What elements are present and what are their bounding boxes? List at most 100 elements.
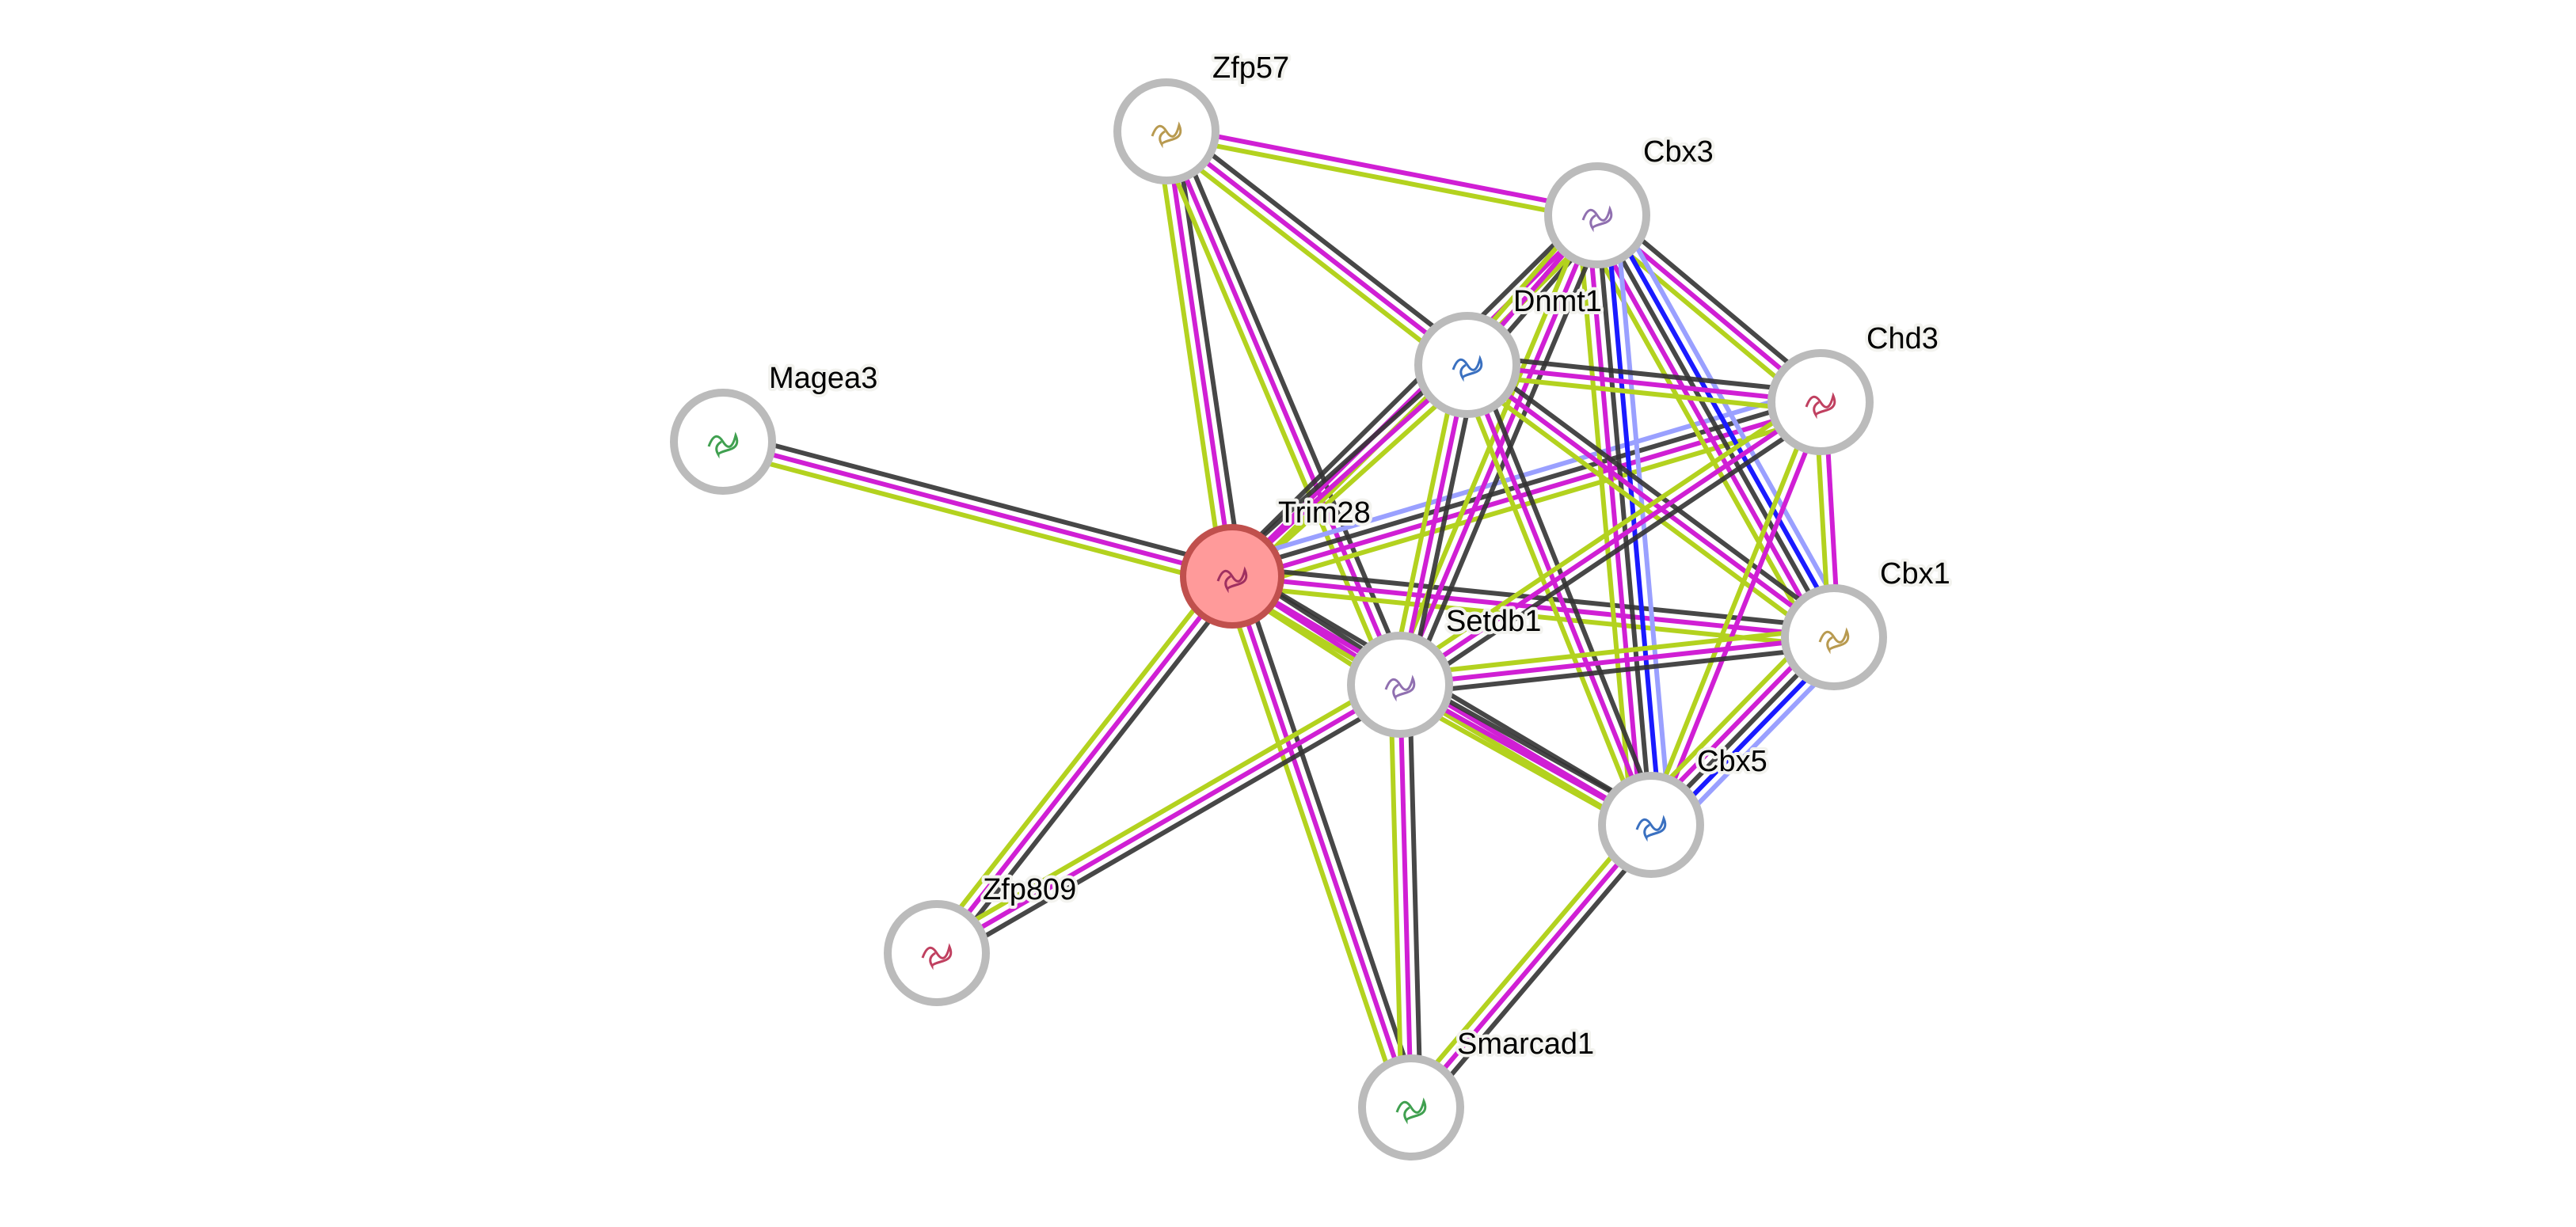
edge-zfp57-cbx3[interactable] bbox=[1165, 124, 1599, 222]
edge-line-coexpression bbox=[725, 430, 1235, 570]
edge-zfp57-dnmt1[interactable] bbox=[1159, 122, 1475, 374]
edge-line-coexpression bbox=[1474, 360, 1662, 822]
edge-line-textmining bbox=[1402, 817, 1646, 1104]
edge-line-experiments bbox=[1653, 403, 1828, 828]
edge-line-coexpression bbox=[1404, 408, 1828, 695]
edge-line-experiments bbox=[1398, 684, 1414, 1108]
protein-structure-icon bbox=[1452, 355, 1483, 382]
node-label: Setdb1 bbox=[1446, 605, 1541, 638]
edge-line-textmining bbox=[927, 568, 1227, 949]
edge-magea3-trim28[interactable] bbox=[720, 430, 1235, 588]
node-label: Trim28 bbox=[1278, 496, 1371, 530]
edge-cbx5-smarcad1[interactable] bbox=[1402, 817, 1661, 1115]
protein-structure-icon bbox=[1384, 674, 1416, 702]
edge-line-experiments bbox=[1585, 215, 1645, 826]
edge-chd3-cbx5[interactable] bbox=[1644, 399, 1828, 828]
protein-structure-icon bbox=[707, 431, 739, 459]
edge-line-experiments bbox=[1398, 400, 1822, 687]
edge-line-experiments bbox=[1398, 364, 1470, 686]
edge-dnmt1-setdb1[interactable] bbox=[1388, 362, 1479, 688]
edge-line-coexpression bbox=[1170, 122, 1475, 359]
edge-zfp57-trim28[interactable] bbox=[1155, 129, 1244, 579]
edge-line-homology bbox=[1604, 214, 1663, 825]
node-trim28[interactable]: Trim28 bbox=[1180, 493, 1374, 629]
protein-structure-icon bbox=[921, 943, 953, 971]
edge-line-experiments bbox=[934, 575, 1235, 955]
edge-line-experiments bbox=[1164, 131, 1235, 577]
edge-line-coexpression bbox=[1471, 355, 1841, 632]
edge-line-textmining bbox=[1155, 132, 1226, 579]
edge-line-coexpression bbox=[1223, 355, 1463, 572]
node-label: Cbx5 bbox=[1697, 745, 1767, 778]
edge-line-textmining bbox=[1388, 685, 1405, 1108]
edge-line-coexpression bbox=[1239, 572, 1423, 1106]
edge-line-textmining bbox=[1237, 220, 1606, 585]
edge-line-experiments bbox=[1399, 635, 1835, 687]
edge-line-database bbox=[1611, 204, 1853, 629]
node-label: Cbx1 bbox=[1880, 557, 1950, 591]
edge-trim28-smarcad1[interactable] bbox=[1220, 572, 1423, 1111]
node-label: Magea3 bbox=[769, 362, 877, 395]
protein-structure-icon bbox=[1216, 566, 1248, 594]
edge-line-experiments bbox=[1466, 363, 1836, 640]
edge-line-coexpression bbox=[1400, 644, 1836, 697]
edge-line-experiments bbox=[1465, 363, 1653, 826]
edge-trim28-zfp809[interactable] bbox=[927, 568, 1242, 961]
edge-line-textmining bbox=[1165, 133, 1597, 222]
edge-trim28-cbx3[interactable] bbox=[1223, 207, 1606, 585]
edge-line-experiments bbox=[1586, 218, 1828, 644]
edge-line-coexpression bbox=[1406, 218, 1608, 689]
edge-line-coexpression bbox=[1223, 207, 1592, 572]
protein-structure-icon bbox=[1151, 121, 1182, 149]
edge-cbx1-setdb1[interactable] bbox=[1398, 625, 1836, 697]
edge-line-coexpression bbox=[1595, 214, 1836, 639]
edge-line-experiments bbox=[1230, 576, 1414, 1108]
edge-line-experiments bbox=[1165, 129, 1469, 367]
edge-line-database bbox=[1613, 213, 1672, 824]
edge-line-textmining bbox=[930, 674, 1397, 948]
edge-line-experiments bbox=[1467, 363, 1821, 405]
edge-layer bbox=[720, 122, 1853, 1115]
node-label: Zfp57 bbox=[1212, 51, 1289, 85]
node-zfp809[interactable]: Zfp809 bbox=[884, 870, 1079, 1006]
edge-line-coexpression bbox=[1406, 684, 1423, 1107]
edge-line-coexpression bbox=[1406, 366, 1479, 688]
protein-structure-icon bbox=[1581, 205, 1613, 233]
protein-structure-icon bbox=[1818, 627, 1850, 655]
edge-line-textmining bbox=[1159, 137, 1463, 374]
node-chd3[interactable]: Chd3 bbox=[1767, 319, 1942, 455]
node-cbx1[interactable]: Cbx1 bbox=[1781, 554, 1954, 690]
edge-line-textmining bbox=[1388, 362, 1461, 684]
node-cbx3[interactable]: Cbx3 bbox=[1544, 132, 1717, 268]
node-smarcad1[interactable]: Smarcad1 bbox=[1358, 1024, 1597, 1161]
edge-line-coexpression bbox=[1467, 353, 1822, 396]
node-setdb1[interactable]: Setdb1 bbox=[1347, 602, 1544, 738]
edge-line-textmining bbox=[1393, 392, 1817, 679]
node-zfp57[interactable]: Zfp57 bbox=[1113, 48, 1292, 184]
edge-setdb1-smarcad1[interactable] bbox=[1388, 684, 1423, 1108]
edge-cbx3-cbx1[interactable] bbox=[1578, 204, 1853, 648]
edge-setdb1-zfp809[interactable] bbox=[930, 674, 1406, 963]
edge-line-textmining bbox=[1220, 578, 1405, 1111]
edge-line-experiments bbox=[1166, 124, 1599, 214]
protein-structure-icon bbox=[1635, 815, 1667, 842]
edge-line-textmining bbox=[1456, 367, 1645, 830]
edge-chd3-setdb1[interactable] bbox=[1393, 392, 1828, 695]
edge-line-textmining bbox=[1398, 625, 1834, 678]
node-magea3[interactable]: Magea3 bbox=[670, 359, 881, 495]
edge-dnmt1-cbx5[interactable] bbox=[1456, 360, 1662, 830]
edge-line-coexpression bbox=[1416, 829, 1661, 1115]
node-dnmt1[interactable]: Dnmt1 bbox=[1414, 282, 1605, 418]
edge-line-textmining bbox=[1578, 223, 1820, 648]
edge-dnmt1-chd3[interactable] bbox=[1466, 353, 1822, 414]
protein-structure-icon bbox=[1395, 1097, 1427, 1125]
node-cbx5[interactable]: Cbx5 bbox=[1598, 742, 1771, 878]
edge-line-coexpression bbox=[942, 580, 1242, 961]
edge-line-experiments bbox=[1230, 213, 1600, 579]
edge-line-experiments bbox=[1409, 823, 1653, 1109]
protein-structure-icon bbox=[1805, 392, 1836, 420]
edge-line-experiments bbox=[1164, 130, 1402, 686]
node-label: Chd3 bbox=[1866, 322, 1939, 355]
edge-line-homology bbox=[1603, 209, 1845, 634]
